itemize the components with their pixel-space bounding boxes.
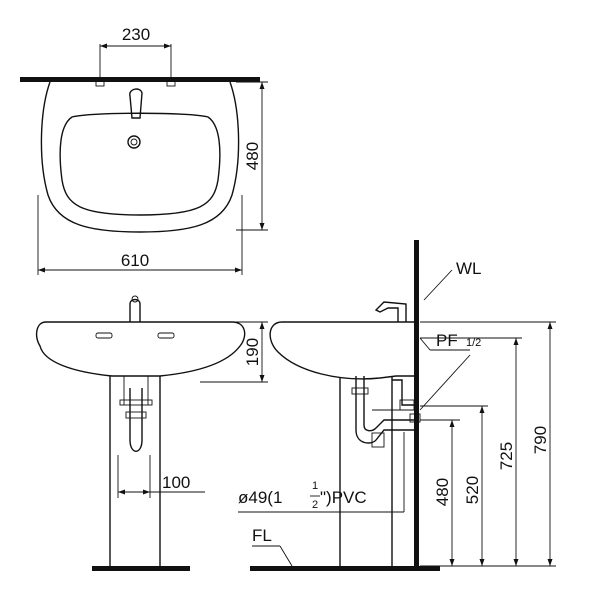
dim-trap-height: 520 — [463, 476, 482, 504]
dim-inlet-height: 725 — [497, 442, 516, 470]
dim-rim-height: 790 — [531, 426, 550, 454]
top-view-bowl — [59, 112, 221, 216]
top-view-wall — [20, 77, 260, 82]
top-view-faucet — [129, 88, 143, 119]
dim-basin-height: 190 — [243, 338, 262, 366]
label-wall-line: WL — [456, 259, 482, 278]
label-drain-suffix: ")PVC — [320, 488, 367, 507]
top-view-tap-hole-left — [95, 79, 105, 87]
label-drain-prefix: ø49(1 — [238, 488, 282, 507]
front-view-pedestal — [109, 376, 161, 566]
side-view-faucet — [374, 301, 407, 322]
side-view-floor — [250, 566, 440, 571]
label-drain-fraction-den: 2 — [312, 499, 318, 511]
dim-pedestal-width: 100 — [162, 473, 190, 492]
label-supply-pipe-size: 1/2 — [466, 337, 481, 349]
front-view-floor — [92, 566, 190, 571]
front-view-faucet — [129, 298, 141, 322]
side-view-basin — [269, 321, 414, 380]
label-drain-fraction-num: 1 — [312, 480, 318, 492]
top-view: 230 480 610 — [20, 25, 268, 275]
top-view-basin-outline — [40, 81, 240, 233]
side-view-wall — [414, 240, 419, 571]
dim-basin-depth: 480 — [243, 142, 262, 170]
label-supply-pipe: PF — [436, 331, 458, 350]
top-view-tap-hole-right — [166, 79, 176, 87]
top-view-drain — [127, 135, 141, 149]
front-view: 190 100 — [35, 295, 268, 571]
dim-outlet-height: 480 — [433, 478, 452, 506]
front-view-basin — [35, 321, 246, 377]
dim-basin-width: 610 — [121, 251, 149, 270]
dim-tap-spacing: 230 — [122, 25, 150, 44]
side-view: WL PF 1/2 ø49(1 1 2 ")PVC FL 480 520 — [238, 240, 556, 571]
label-floor-line: FL — [252, 526, 272, 545]
